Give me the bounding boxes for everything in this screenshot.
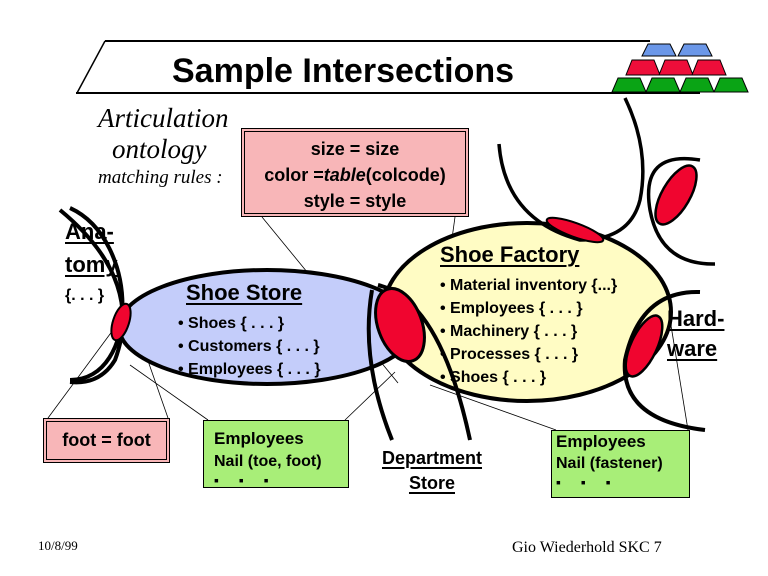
footer-date: 10/8/99 xyxy=(38,538,78,553)
shoe-factory-item: • Shoes { . . . } xyxy=(440,369,547,386)
shoe-store-item: • Shoes { . . . } xyxy=(178,315,285,332)
intersection-anatomy-store xyxy=(110,302,132,342)
green-right-line-2: Nail (fastener) xyxy=(556,455,663,472)
green-left-line-2: Nail (toe, foot) xyxy=(214,453,322,470)
hardware-title-1: Hard- xyxy=(667,306,725,331)
shoe-store-title: Shoe Store xyxy=(186,280,303,305)
title-banner xyxy=(76,40,700,94)
upper-right-arc xyxy=(497,97,645,242)
upper-right-small-arc xyxy=(646,156,716,266)
factory-hardware-intersection-box: Employees Nail (fastener) ▪ ▪ ▪ xyxy=(551,430,690,498)
logo-top-block-2 xyxy=(677,43,713,57)
shoe-factory-items: • Material inventory {...} • Employees {… xyxy=(440,274,617,389)
logo-bottom-block-4 xyxy=(713,77,749,93)
shoe-store-items: • Shoes { . . . } • Customers { . . . } … xyxy=(178,312,321,381)
intersection-upper-right xyxy=(654,164,698,226)
shoe-store-item: • Employees { . . . } xyxy=(178,361,321,378)
logo-top-block-1 xyxy=(641,43,677,57)
intersection-factory-hardware xyxy=(624,314,664,378)
shoe-factory-item: • Employees { . . . } xyxy=(440,300,583,317)
rule-color-table: table xyxy=(323,165,366,185)
rule-size: size = size xyxy=(310,139,400,159)
slide-title: Sample Intersections xyxy=(172,52,515,90)
department-store-line-2: Store xyxy=(408,473,455,493)
department-store-arc-left xyxy=(366,289,394,441)
articulation-label: Articulation xyxy=(98,103,229,133)
anatomy-title-1: Ana- xyxy=(65,219,114,244)
foot-rule-box: foot = foot xyxy=(43,418,170,463)
logo-mid-block-1 xyxy=(625,59,661,76)
department-store-line-1: Department xyxy=(381,448,483,468)
anatomy-body: {. . . } xyxy=(65,287,105,304)
stacked-trapezoid-logo-icon xyxy=(611,43,749,93)
logo-mid-block-3 xyxy=(691,59,727,76)
footer-author: Gio Wiederhold SKC 7 xyxy=(512,539,662,556)
department-store-label: Department Store xyxy=(372,446,492,496)
logo-bottom-block-1 xyxy=(611,77,647,93)
anatomy-store-intersection-box: Employees Nail (toe, foot) ▪ ▪ ▪ xyxy=(203,420,349,488)
green-right-ellipsis: ▪ ▪ ▪ xyxy=(556,474,619,490)
intersection-store-factory xyxy=(374,287,426,363)
green-right-line-1: Employees xyxy=(556,432,646,451)
rule-color-prefix: color = xyxy=(264,165,324,185)
logo-bottom-block-2 xyxy=(645,77,681,93)
shoe-factory-item: • Machinery { . . . } xyxy=(440,323,578,340)
shoe-factory-item: • Processes { . . . } xyxy=(440,346,579,363)
anatomy-title-2: tomy xyxy=(65,252,118,277)
logo-bottom-block-3 xyxy=(679,77,715,93)
rule-style: style = style xyxy=(303,191,407,211)
hardware-title-2: ware xyxy=(667,336,718,361)
shoe-factory-item: • Material inventory {...} xyxy=(440,277,618,294)
logo-mid-block-2 xyxy=(658,59,694,76)
green-left-line-1: Employees xyxy=(214,429,304,448)
ontology-label: ontology xyxy=(112,134,207,164)
intersection-factory-upper xyxy=(545,216,605,244)
matching-rules-box: size = size color =table(colcode) style … xyxy=(241,128,469,217)
shoe-store-item: • Customers { . . . } xyxy=(178,338,320,355)
rule-color: color =table(colcode) xyxy=(242,162,468,188)
rule-color-suffix: (colcode) xyxy=(365,165,446,185)
shoe-factory-title: Shoe Factory xyxy=(440,242,580,267)
green-left-ellipsis: ▪ ▪ ▪ xyxy=(214,472,277,488)
matching-rules-label: matching rules : xyxy=(98,167,223,188)
